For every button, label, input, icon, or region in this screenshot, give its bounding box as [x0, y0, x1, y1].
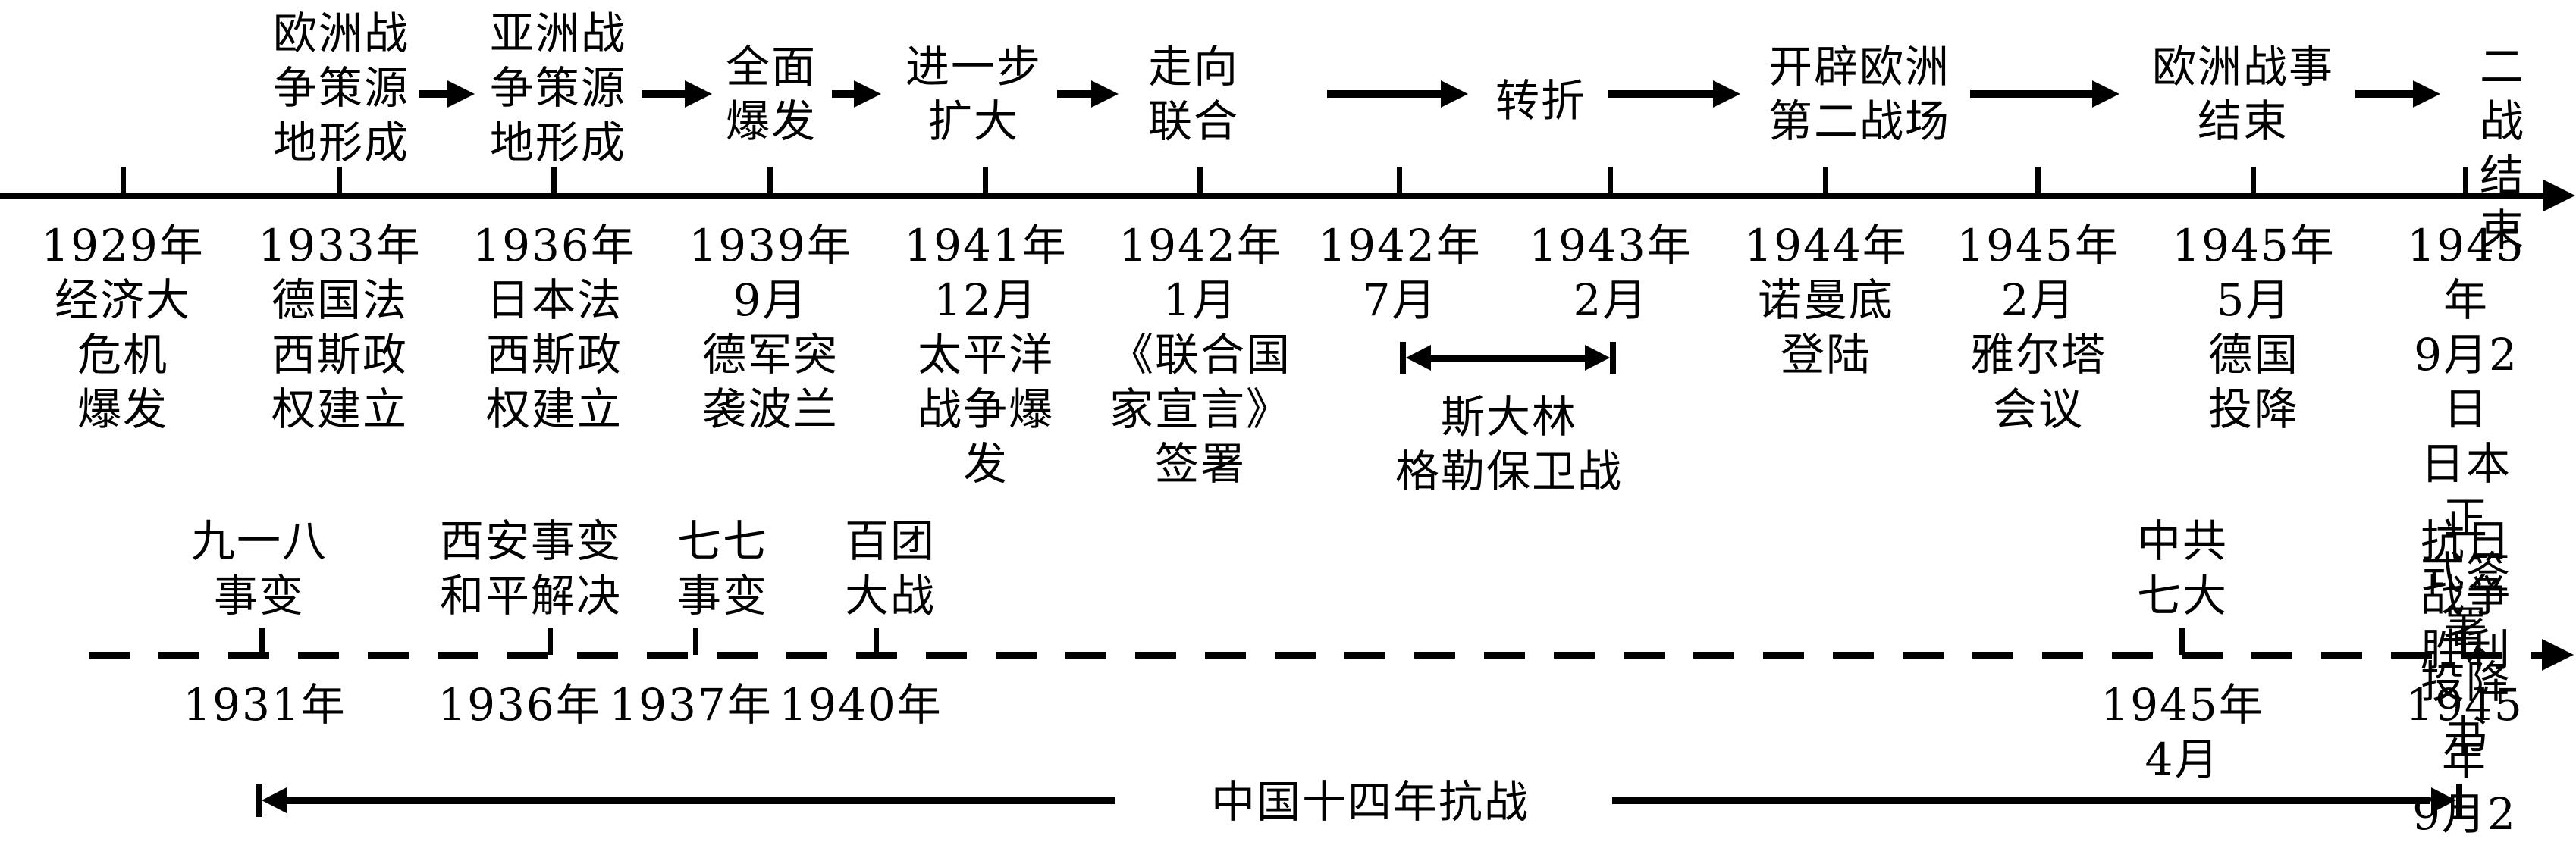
world-event-text: 1945年 9月2日 日本正 式签署 投降书 [2407, 220, 2525, 762]
china-event-label: 百团 大战 [844, 515, 937, 621]
world-axis-tick [551, 167, 557, 193]
phase-label: 欧洲战事 结束 [2151, 41, 2335, 147]
world-axis-arrowhead-icon [2543, 180, 2575, 211]
china-axis [89, 652, 2544, 659]
china-event-date: 1945年 4月 [2101, 679, 2264, 785]
world-axis-tick [121, 167, 126, 193]
world-event-text: 1945年 2月 雅尔塔 会议 [1956, 220, 2120, 435]
china-axis-tick [2461, 628, 2466, 655]
world-axis-tick [983, 167, 988, 193]
world-event-text: 1933年 德国法 西斯政 权建立 [258, 220, 422, 435]
china-event-date: 1937年 [609, 679, 773, 731]
china-event-date: 1931年 [183, 679, 347, 731]
world-event-text: 1942年 1月 《联合国 家宣言》 签署 [1109, 220, 1292, 490]
china-axis-arrowhead-icon [2542, 639, 2574, 671]
world-axis-tick [1397, 167, 1402, 193]
world-event-text: 1929年 经济大 危机 爆发 [41, 220, 205, 435]
world-event-text: 1941年 12月 太平洋 战争爆 发 [904, 220, 1068, 490]
phase-label: 走向 联合 [1147, 41, 1240, 147]
world-event-text: 1939年 9月 德军突 袭波兰 [689, 220, 852, 435]
phase-label: 欧洲战 争策源 地形成 [272, 8, 410, 168]
world-event-text: 1943年 2月 [1529, 220, 1693, 326]
stalingrad-label: 斯大林 格勒保卫战 [1395, 391, 1624, 497]
world-event-text: 1936年 日本法 西斯政 权建立 [472, 220, 636, 435]
china-event-label: 中共 七大 [2136, 515, 2229, 621]
world-axis-tick [767, 167, 773, 193]
china-axis-tick [693, 628, 698, 655]
world-axis-tick [1608, 167, 1613, 193]
world-axis-tick [337, 167, 342, 193]
china-event-label: 西安事变 和平解决 [439, 515, 623, 621]
world-axis-tick [1823, 167, 1828, 193]
china-span-label: 中国十四年抗战 [1210, 776, 1530, 828]
phase-label: 开辟欧洲 第二战场 [1768, 41, 1951, 147]
china-event-label: 七七 事变 [676, 515, 769, 621]
world-event-text: 1944年 诺曼底 登陆 [1744, 220, 1908, 380]
china-axis-tick [874, 628, 879, 655]
china-event-date: 1945年 9月2日 [2405, 679, 2524, 840]
china-event-date: 1940年 [779, 679, 943, 731]
world-axis-tick [1197, 167, 1203, 193]
phase-label: 进一步 扩大 [905, 41, 1043, 147]
world-event-text: 1945年 5月 德国 投降 [2172, 220, 2336, 435]
china-axis-tick [259, 628, 265, 655]
world-axis-tick [2251, 167, 2256, 193]
world-axis-tick [2035, 167, 2041, 193]
china-axis-tick [548, 628, 553, 655]
phase-label: 亚洲战 争策源 地形成 [489, 8, 627, 168]
world-axis [0, 193, 2545, 199]
phase-label: 全面 爆发 [725, 41, 817, 147]
world-axis-tick [2463, 167, 2468, 193]
phase-label: 二战 结束 [2479, 41, 2525, 256]
world-event-text: 1942年 7月 [1318, 220, 1482, 326]
china-event-date: 1936年 [438, 679, 601, 731]
china-event-label: 抗日战争 胜利 [2420, 515, 2512, 676]
china-axis-tick [2179, 628, 2185, 655]
phase-label: 转折 [1495, 75, 1587, 127]
china-event-label: 九一八 事变 [190, 515, 328, 621]
